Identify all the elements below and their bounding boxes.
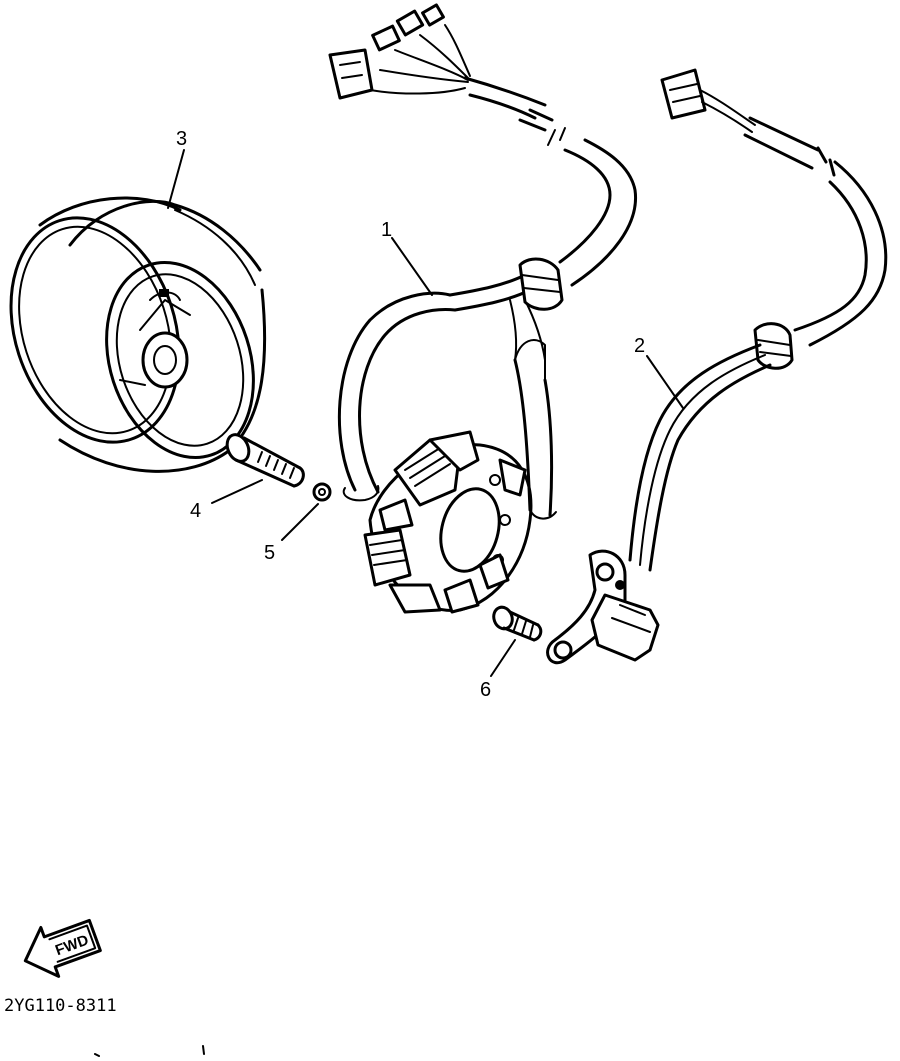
callout-4: 4 bbox=[190, 500, 201, 522]
stator-assembly bbox=[328, 3, 638, 614]
rotor-bolt bbox=[225, 433, 305, 488]
callout-5: 5 bbox=[264, 542, 275, 564]
callout-2: 2 bbox=[634, 335, 645, 357]
leader-lines bbox=[167, 149, 684, 677]
diagram-code: 2YG110-8311 bbox=[4, 996, 117, 1016]
pickup-coil bbox=[546, 68, 888, 664]
callout-3: 3 bbox=[176, 128, 187, 150]
callout-1: 1 bbox=[381, 219, 392, 241]
callout-6: 6 bbox=[480, 679, 491, 701]
washer bbox=[312, 482, 332, 502]
forward-direction-arrow-icon: FWD bbox=[23, 918, 102, 978]
pickup-screw bbox=[492, 605, 543, 642]
